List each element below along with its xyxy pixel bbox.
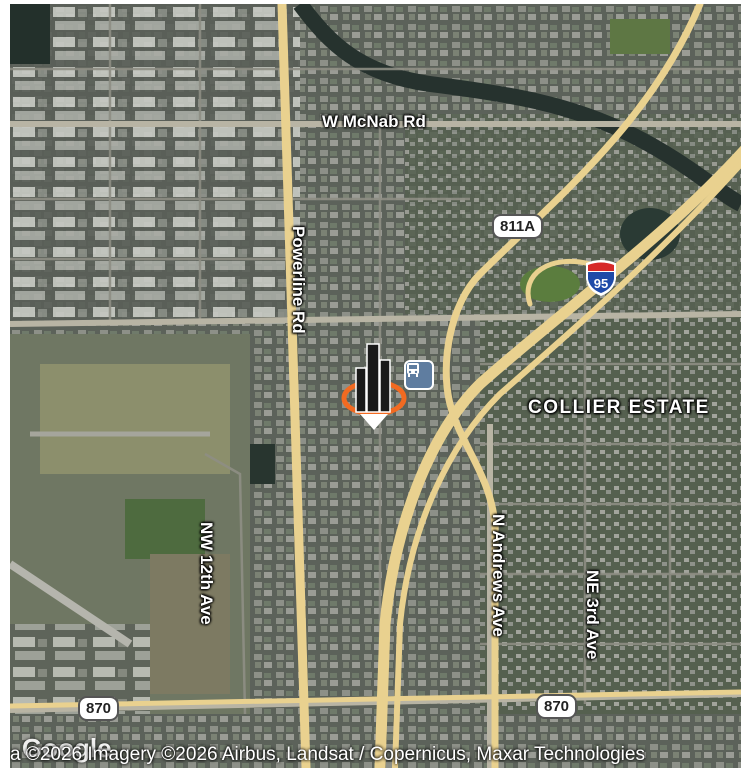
building-pin-icon[interactable] bbox=[340, 340, 410, 432]
road-label-mcnab: W McNab Rd bbox=[322, 112, 426, 131]
i95-number: 95 bbox=[594, 276, 608, 291]
map-attribution: a ©2026 Imagery ©2026 Airbus, Landsat / … bbox=[10, 744, 645, 765]
district-label: COLLIER ESTATE bbox=[528, 397, 710, 418]
route-shield-870-east: 870 bbox=[536, 694, 578, 719]
bus-icon[interactable] bbox=[404, 360, 434, 390]
road-label-ne3: NE 3rd Ave bbox=[583, 570, 602, 660]
route-shield-811a: 811A bbox=[492, 214, 544, 239]
satellite-imagery bbox=[10, 4, 741, 768]
road-label-powerline: Powerline Rd bbox=[289, 226, 308, 334]
road-label-andrews: N Andrews Ave bbox=[489, 514, 508, 637]
map-canvas[interactable]: W McNab Rd Powerline Rd NW 12th Ave N An… bbox=[10, 4, 741, 768]
road-label-nw12: NW 12th Ave bbox=[197, 522, 216, 625]
interstate-95-shield-icon: 95 bbox=[584, 259, 618, 297]
route-shield-870-west: 870 bbox=[78, 696, 120, 721]
google-logo: Google bbox=[22, 733, 112, 763]
